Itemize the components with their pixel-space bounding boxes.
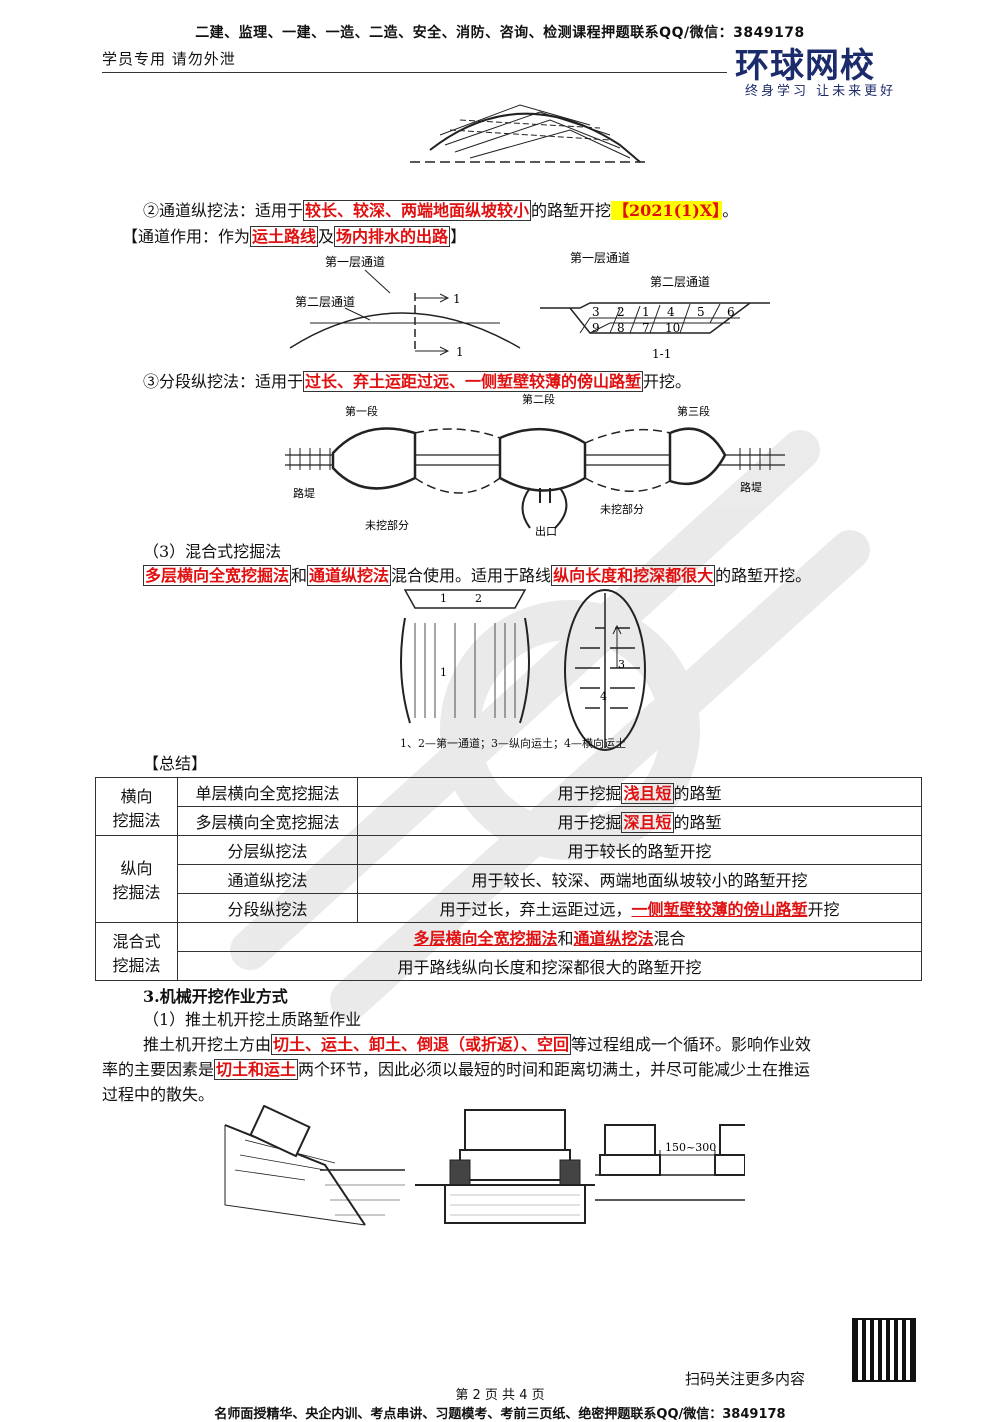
bulldozer-para-line2: 率的主要因素是切土和运土两个环节，因此必须以最短的时间和距离切满土，并尽可能减少… bbox=[102, 1059, 811, 1080]
method-cell: 分段纵挖法 bbox=[177, 893, 358, 923]
segment-method-scope: 过长、弃土运距过远、一侧堑壁较薄的傍山路堑 bbox=[303, 371, 644, 392]
fig3-segment-1: 第一段 bbox=[345, 404, 378, 418]
usage-cell: 用于过长，弃土运距过远，一侧堑壁较薄的傍山路堑开挖 bbox=[357, 893, 922, 923]
channel-method-prefix: ②通道纵挖法：适用于 bbox=[143, 201, 304, 220]
method-cell: 分层纵挖法 bbox=[177, 835, 358, 865]
usage-cell: 用于较长、较深、两端地面纵坡较小的路堑开挖 bbox=[357, 864, 922, 894]
table-row: 纵向 挖掘法 分层纵挖法 用于较长的路堑开挖 bbox=[95, 835, 922, 923]
fig2-num-4: 4 bbox=[667, 305, 675, 319]
segment-method-prefix: ③分段纵挖法：适用于 bbox=[143, 372, 304, 391]
channel-purpose-mid: 及 bbox=[318, 227, 335, 246]
table-row: 通道纵挖法 用于较长、较深、两端地面纵坡较小的路堑开挖 bbox=[96, 864, 922, 894]
segment-method-suffix: 开挖。 bbox=[643, 372, 692, 391]
usage-cell: 多层横向全宽挖掘法和通道纵挖法混合 bbox=[177, 922, 922, 952]
mixed-method-paragraph: 多层横向全宽挖掘法和通道纵挖法混合使用。适用于路线纵向长度和挖深都很大的路堑开挖… bbox=[143, 564, 811, 588]
fig2-section-label: 1-1 bbox=[652, 347, 671, 361]
table-row: 混合式 挖掘法 多层横向全宽挖掘法和通道纵挖法混合 bbox=[95, 922, 922, 981]
table-row: 分段纵挖法 用于过长，弃土运距过远，一侧堑壁较薄的傍山路堑开挖 bbox=[96, 893, 922, 923]
header-contact-line: 二建、监理、一建、一造、二造、安全、消防、咨询、检测课程押题联系QQ/微信：38… bbox=[195, 25, 805, 41]
mixed-method-title: （3）混合式挖掘法 bbox=[143, 542, 282, 561]
bulldozer-subtitle: （1）推土机开挖土质路堑作业 bbox=[143, 1010, 362, 1029]
channel-purpose-route: 运土路线 bbox=[250, 226, 319, 247]
table-row: 多层横向全宽挖掘法 用于挖掘深且短的路堑 bbox=[96, 806, 922, 836]
method-cell: 单层横向全宽挖掘法 bbox=[177, 777, 358, 807]
channel-purpose-prefix: 【通道作用：作为 bbox=[122, 227, 251, 246]
footer-contact-line: 名师面授精华、央企内训、考点串讲、习题模考、考前三页纸、绝密押题联系QQ/微信：… bbox=[214, 1407, 786, 1422]
fig2-section-mark-top: 1 bbox=[453, 292, 461, 306]
fig4-num-4: 4 bbox=[600, 690, 607, 703]
fig2-num-10: 10 bbox=[665, 321, 680, 335]
fig4-num-3: 3 bbox=[618, 658, 625, 671]
fig4-caption: 1、2—第一通道；3—纵向运土；4—横向运土 bbox=[400, 737, 626, 750]
fig2-num-2: 2 bbox=[617, 305, 625, 319]
layered-cut-figure bbox=[410, 104, 650, 163]
brand-logo: 环球网校 bbox=[735, 46, 875, 86]
fig4-num-1a: 1 bbox=[440, 592, 447, 605]
method-cell: 多层横向全宽挖掘法 bbox=[177, 806, 358, 836]
fig2-num-7: 7 bbox=[642, 321, 650, 335]
fig4-num-2: 2 bbox=[475, 592, 482, 605]
mechanical-section-title: 3.机械开挖作业方式 bbox=[143, 987, 288, 1006]
fig2-left-layer1: 第一层通道 bbox=[325, 255, 385, 269]
fig3-embankment-right: 路堤 bbox=[740, 481, 762, 494]
fig4-num-1b: 1 bbox=[440, 666, 447, 679]
group-horizontal: 横向 挖掘法 bbox=[95, 777, 178, 836]
channel-method-end: 。 bbox=[722, 201, 739, 220]
fig2-section-mark-bottom: 1 bbox=[456, 345, 464, 359]
usage-cell: 用于较长的路堑开挖 bbox=[357, 835, 922, 865]
mixed-method-and: 和 bbox=[291, 566, 308, 585]
channel-method-suffix: 的路堑开挖 bbox=[531, 201, 612, 220]
channel-purpose-drain: 场内排水的出路 bbox=[334, 226, 451, 247]
channel-purpose-note: 【通道作用：作为运土路线及场内排水的出路】 bbox=[122, 225, 466, 249]
fig2-num-3: 3 bbox=[592, 305, 600, 319]
table-row: 横向 挖掘法 单层横向全宽挖掘法 用于挖掘浅且短的路堑 bbox=[95, 777, 922, 836]
fig3-segment-3: 第三段 bbox=[677, 404, 710, 418]
bulldozer-para-line3: 过程中的散失。 bbox=[102, 1085, 215, 1104]
segment-method-paragraph: ③分段纵挖法：适用于过长、弃土运距过远、一侧堑壁较薄的傍山路堑开挖。 bbox=[143, 370, 691, 394]
summary-title: 【总结】 bbox=[143, 754, 208, 773]
segment-method-figure: 第一段 第二段 第三段 路堤 路堤 未挖部分 未挖部分 出口 bbox=[285, 393, 785, 538]
table-row: 用于路线纵向长度和挖深都很大的路堑开挖 bbox=[96, 951, 922, 981]
fig3-segment-2: 第二段 bbox=[522, 393, 555, 406]
usage-cell: 用于挖掘浅且短的路堑 bbox=[357, 777, 922, 807]
fig2-right-layer2: 第二层通道 bbox=[650, 275, 710, 289]
fig2-num-5: 5 bbox=[697, 305, 705, 319]
header-confidential-note: 学员专用 请勿外泄 bbox=[102, 50, 236, 68]
mixed-method-end: 的路堑开挖。 bbox=[715, 566, 812, 585]
fig2-num-9: 9 bbox=[592, 321, 600, 335]
header-rule bbox=[102, 72, 727, 73]
bulldozer-para-line1: 推土机开挖土方由切土、运土、卸土、倒退（或折返）、空回等过程组成一个循环。影响作… bbox=[143, 1034, 812, 1055]
bulldozer-gap-dimension: 150~300 bbox=[665, 1141, 716, 1154]
mixed-method-part1: 多层横向全宽挖掘法 bbox=[143, 565, 292, 586]
summary-table: 横向 挖掘法 单层横向全宽挖掘法 用于挖掘浅且短的路堑 多层横向全宽挖掘法 用于… bbox=[95, 777, 922, 981]
method-cell: 通道纵挖法 bbox=[177, 864, 358, 894]
group-mixed: 混合式 挖掘法 bbox=[95, 922, 178, 981]
fig3-unexcavated-left: 未挖部分 bbox=[365, 518, 409, 532]
fig2-right-layer1: 第一层通道 bbox=[570, 251, 630, 265]
usage-cell: 用于路线纵向长度和挖深都很大的路堑开挖 bbox=[177, 951, 922, 981]
exam-year-tag: 【2021(1)X】 bbox=[611, 201, 723, 220]
usage-cell: 用于挖掘深且短的路堑 bbox=[357, 806, 922, 836]
fig2-left-layer2: 第二层通道 bbox=[295, 295, 355, 309]
mixed-method-part2: 通道纵挖法 bbox=[307, 565, 392, 586]
mixed-method-scope: 纵向长度和挖深都很大 bbox=[551, 565, 716, 586]
fig2-num-6: 6 bbox=[727, 305, 735, 319]
channel-method-scope: 较长、较深、两端地面纵坡较小 bbox=[303, 200, 532, 221]
scan-prompt: 扫码关注更多内容 bbox=[685, 1370, 806, 1388]
qr-code[interactable] bbox=[852, 1318, 916, 1382]
channel-method-figure: 第一层通道 第二层通道 1 1 第一层通道 第二层通道 3 2 1 4 5 6 … bbox=[289, 251, 770, 361]
group-longitudinal: 纵向 挖掘法 bbox=[95, 835, 178, 923]
fig3-embankment-left: 路堤 bbox=[293, 487, 315, 500]
fig3-unexcavated-right: 未挖部分 bbox=[600, 502, 644, 516]
channel-method-paragraph: ②通道纵挖法：适用于较长、较深、两端地面纵坡较小的路堑开挖【2021(1)X】。 bbox=[143, 199, 738, 223]
page-number: 第 2 页 共 4 页 bbox=[455, 1388, 545, 1403]
channel-purpose-end: 】 bbox=[450, 227, 467, 246]
mixed-method-figure: 1 2 1 3 4 bbox=[400, 589, 646, 751]
brand-slogan: 终身学习 让未来更好 bbox=[745, 84, 897, 99]
fig3-exit: 出口 bbox=[535, 524, 557, 538]
fig2-num-1: 1 bbox=[642, 305, 650, 319]
bulldozer-figure: 150~300 bbox=[224, 1105, 745, 1226]
mixed-method-mid: 混合使用。适用于路线 bbox=[391, 566, 552, 585]
fig2-num-8: 8 bbox=[617, 321, 625, 335]
